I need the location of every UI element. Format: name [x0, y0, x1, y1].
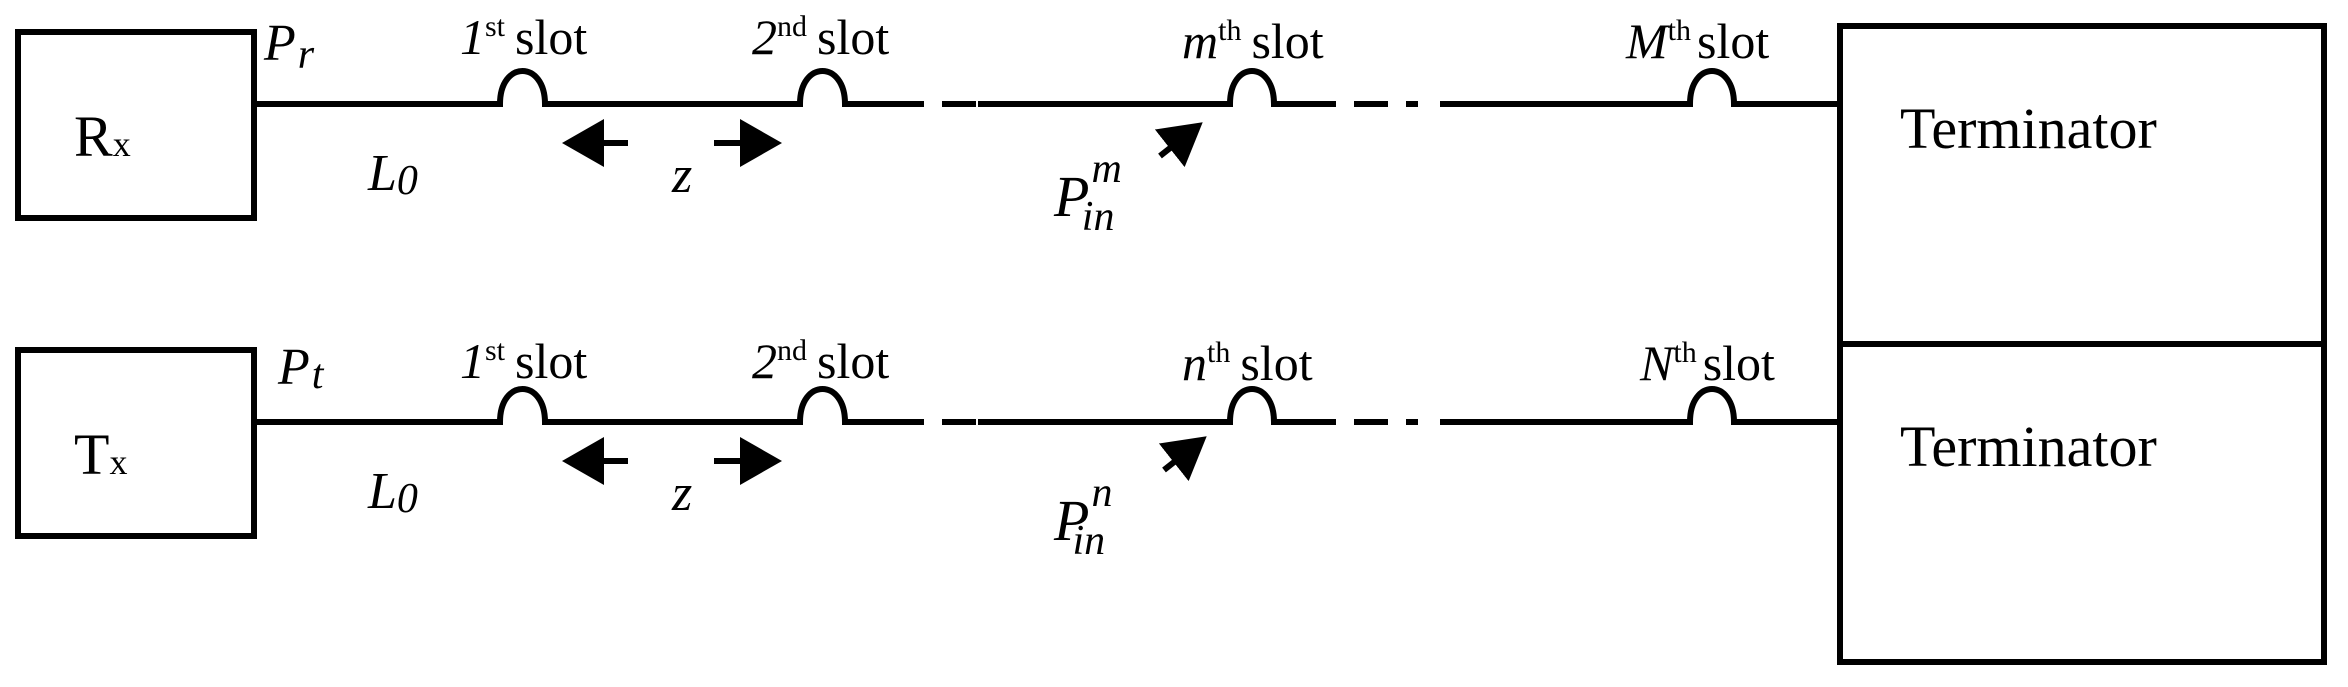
rx-input-power-arrow — [1154, 122, 1203, 168]
rx-power-label: Pr — [263, 15, 315, 78]
tx-box-label: Tx — [74, 422, 127, 487]
rx-feedline-segment-2 — [978, 68, 1302, 107]
rx-box — [15, 29, 257, 221]
rx-length-label: L0 — [367, 145, 418, 204]
tx-feedline-segment-3 — [1440, 386, 1840, 425]
tx-feedline-segment-2 — [978, 386, 1302, 425]
tx-length-label: L0 — [367, 463, 418, 522]
tx-feedline-segment-1 — [254, 386, 890, 425]
rx-distance-label: z — [671, 147, 692, 204]
rx-feedline-segment-3 — [1440, 68, 1840, 107]
tx-box — [15, 347, 257, 539]
rx-box-label: Rx — [74, 104, 131, 169]
tx-power-label: Pt — [277, 339, 325, 398]
rx-terminator-box — [1837, 23, 2327, 347]
tx-terminator-label: Terminator — [1900, 414, 2157, 479]
tx-input-power-arrow — [1158, 436, 1207, 482]
tx-distance-label: z — [671, 465, 692, 522]
tx-terminator-box — [1837, 341, 2327, 665]
rx-feedline-segment-1 — [254, 68, 890, 107]
rx-terminator-label: Terminator — [1900, 96, 2157, 161]
